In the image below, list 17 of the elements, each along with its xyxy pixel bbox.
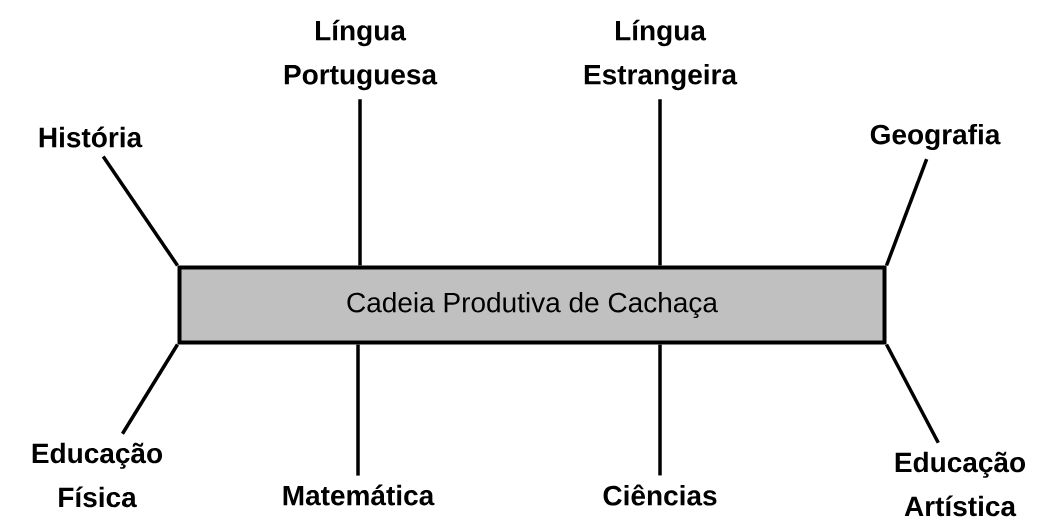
subject-label: Geografia [870, 123, 1001, 151]
subject-label: Educação Física [32, 442, 163, 508]
subject-label: Educação Artística [895, 451, 1026, 517]
connector-line [658, 99, 662, 266]
subject-label: Ciências [603, 484, 717, 506]
connector-line [356, 344, 360, 476]
subject-label: História [39, 126, 143, 148]
connector-line [884, 158, 929, 267]
subject-label: Língua Estrangeira [584, 19, 738, 91]
connector-line [120, 343, 179, 435]
subject-label: Língua Portuguesa [284, 19, 438, 91]
process-box: Cadeia Produtiva de Cachaça [177, 265, 887, 345]
connector-line [884, 343, 940, 444]
connector-line [658, 344, 662, 476]
connector-line [358, 99, 362, 266]
subject-label: Matemática [283, 484, 435, 506]
connector-line [101, 155, 179, 267]
